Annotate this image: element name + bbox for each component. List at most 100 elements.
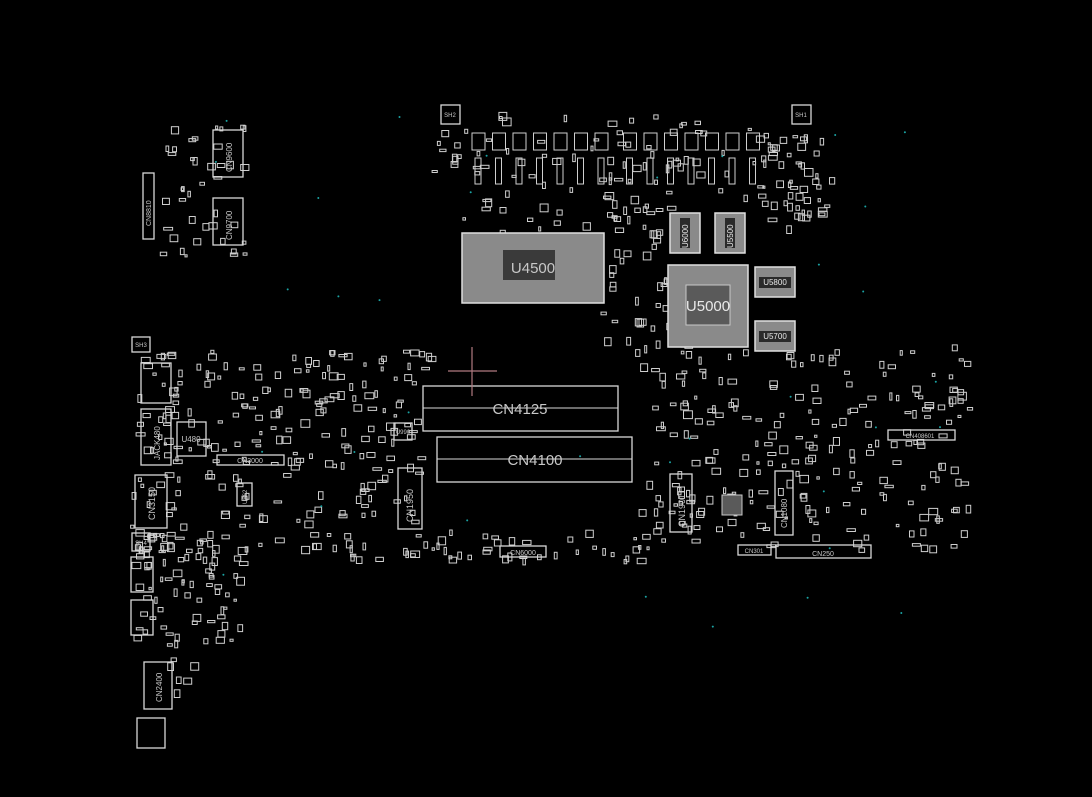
pad [143, 546, 153, 551]
connector-cn8810[interactable]: CN8810 [142, 172, 155, 240]
pad [148, 489, 157, 496]
pad [143, 535, 150, 541]
pad [832, 437, 841, 446]
pad [651, 368, 660, 373]
pad [879, 476, 888, 485]
pad [686, 489, 691, 498]
pad [321, 433, 330, 438]
component-u5700[interactable]: U5700 [754, 320, 796, 352]
connector-cn250[interactable]: CN250 [775, 544, 872, 559]
connector-cn4125[interactable]: CN4125 [422, 385, 619, 432]
connector-cn3150[interactable]: CN3150 [134, 474, 168, 529]
pad [393, 499, 401, 504]
pad [779, 412, 785, 418]
pad [367, 481, 377, 491]
pad [824, 204, 831, 208]
via [378, 299, 381, 302]
connector-cn1080[interactable]: CN1080 [774, 470, 794, 536]
pad [167, 351, 177, 360]
pad [675, 157, 680, 162]
pad [706, 420, 715, 426]
pad [361, 435, 370, 443]
pad [162, 197, 170, 206]
pad [294, 458, 301, 466]
pad [800, 136, 808, 142]
shield-sh3[interactable]: SH3 [131, 336, 151, 353]
component-left-a[interactable] [130, 556, 154, 593]
component-bottom-left[interactable] [136, 717, 166, 749]
component-center-bga[interactable] [721, 494, 743, 516]
label-cn408601: CN408601 [906, 434, 935, 440]
component-u5500[interactable]: U5500 [714, 212, 746, 254]
component-u5800[interactable]: U5800 [754, 266, 796, 298]
pad [687, 157, 695, 185]
component-u4500[interactable]: U4500 [461, 232, 605, 304]
pad [361, 504, 369, 508]
pad [715, 412, 724, 418]
component-u6000[interactable]: U6000 [669, 212, 701, 254]
pad [602, 548, 606, 556]
component-u990[interactable]: U990 [393, 422, 413, 441]
pad [797, 142, 807, 151]
pad [795, 192, 804, 201]
component-u862[interactable]: U862 [236, 482, 253, 507]
pad [912, 410, 917, 419]
pad [767, 155, 778, 161]
shield-sh2[interactable]: SH2 [440, 104, 461, 125]
pad [819, 137, 825, 146]
pad [889, 392, 893, 401]
pad [215, 636, 225, 644]
shield-sh4[interactable]: SH4 [131, 532, 151, 552]
pad [651, 243, 657, 250]
pad [212, 544, 220, 554]
pad [846, 381, 853, 388]
pad [344, 445, 352, 454]
connector-cn301[interactable]: CN301 [737, 544, 772, 556]
shield-sh1[interactable]: SH1 [791, 104, 812, 125]
pad [208, 353, 217, 361]
pad [826, 506, 830, 514]
pad [179, 247, 185, 256]
connector-cn1950[interactable]: CN1950 [397, 467, 423, 530]
pad [528, 174, 536, 179]
pad [677, 471, 683, 480]
pad [378, 358, 385, 365]
pad [403, 547, 408, 556]
pad [285, 427, 293, 433]
top-component-row [471, 132, 760, 185]
connector-jack480[interactable]: JACK480 [140, 408, 172, 466]
pad [748, 489, 753, 498]
connector-cn9600[interactable]: CN9600 [212, 129, 244, 178]
label-u5000: U5000 [686, 298, 730, 315]
via [806, 596, 809, 599]
pad [626, 336, 632, 346]
via [817, 263, 820, 266]
connector-cn9700[interactable]: CN9700 [212, 197, 244, 246]
pad [899, 350, 903, 356]
pad [199, 181, 205, 186]
pad [304, 520, 314, 529]
component-left-b[interactable] [130, 599, 154, 636]
component-u5000[interactable]: U5000 [667, 264, 749, 348]
pad [137, 477, 142, 482]
connector-cn6000[interactable]: CN6000 [499, 545, 547, 558]
component-jack-upper[interactable] [140, 362, 172, 404]
connector-cn4100[interactable]: CN4100 [436, 436, 633, 483]
pad [131, 561, 142, 570]
connector-cn1901[interactable]: CN1901 [669, 473, 693, 533]
pad [802, 214, 811, 222]
connector-cn408601[interactable]: CN408601 [887, 429, 956, 441]
pad [404, 423, 411, 428]
pad [174, 386, 179, 392]
pad [165, 502, 176, 511]
component-u480[interactable]: U480 [176, 421, 207, 457]
pad [910, 350, 916, 354]
pad [160, 576, 164, 583]
pad [338, 354, 348, 358]
connector-cn2400[interactable]: CN2400 [143, 661, 173, 710]
connector-cn3000[interactable]: CN3000 [216, 454, 285, 466]
pad [189, 580, 194, 589]
pad [767, 452, 777, 456]
pad [287, 457, 293, 467]
